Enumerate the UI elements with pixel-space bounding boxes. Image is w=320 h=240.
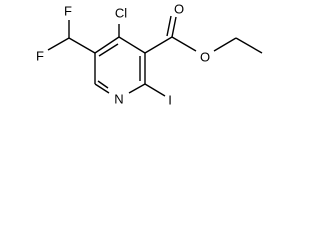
bond-ccarbonyl-oester — [171, 36, 197, 52]
molecule-drawing: Cl F F O O N I — [36, 2, 263, 108]
atom-i-label: I — [168, 93, 172, 108]
structure-diagram: Cl F F O O N I — [36, 2, 263, 108]
atom-cl-label: Cl — [115, 6, 127, 21]
bond-n-c6 — [94, 83, 110, 94]
bond-c3-ccarbonyl — [144, 36, 173, 54]
bond-ch2-ch3 — [235, 37, 263, 54]
bond-carbonyl-o — [171, 16, 177, 38]
bond-c4-c3 — [118, 36, 146, 54]
bond-c4-c5 — [94, 36, 120, 54]
atom-f-left-label: F — [36, 49, 44, 64]
atom-o-carbonyl-label: O — [174, 2, 184, 17]
bond-c2-n — [128, 83, 146, 94]
bond-oester-ch2 — [213, 37, 237, 52]
bond-chf2-f-left — [47, 37, 70, 51]
atom-n-label: N — [114, 92, 123, 107]
atom-o-ester-label: O — [200, 50, 210, 65]
bond-carbonyl-o-second — [166, 15, 172, 37]
atom-f-top-label: F — [64, 4, 72, 19]
bond-c2-i — [144, 83, 166, 97]
bond-n-c6-inner — [97, 80, 109, 89]
bond-c5-chf2 — [68, 37, 96, 54]
bond-c4-c5-inner — [98, 43, 119, 57]
